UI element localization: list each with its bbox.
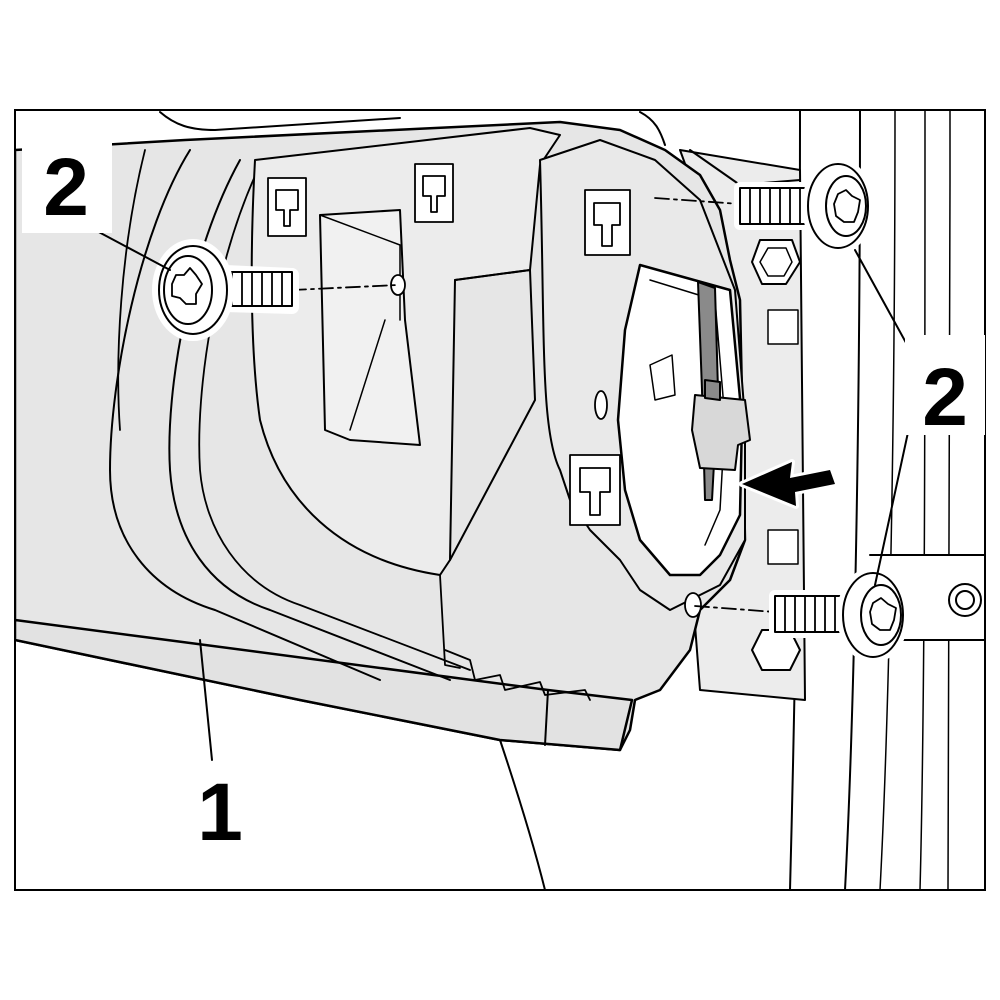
callout-background — [22, 128, 112, 233]
vehicle-pillar — [789, 110, 985, 890]
screw-left — [152, 239, 299, 341]
callout-number-2-left: 2 — [43, 142, 89, 233]
vehicle-body-background — [159, 111, 666, 890]
assembly-line — [291, 197, 776, 613]
screw-right-bottom — [769, 567, 909, 663]
callout-number-1: 1 — [197, 767, 243, 858]
clip-holder — [267, 163, 631, 526]
callout-background — [905, 335, 985, 435]
removal-direction-arrow — [739, 459, 838, 509]
electrical-connector — [691, 281, 751, 501]
screw-right-top — [734, 158, 874, 254]
callout-number-2-right: 2 — [922, 352, 968, 443]
housing-panel — [15, 120, 747, 752]
